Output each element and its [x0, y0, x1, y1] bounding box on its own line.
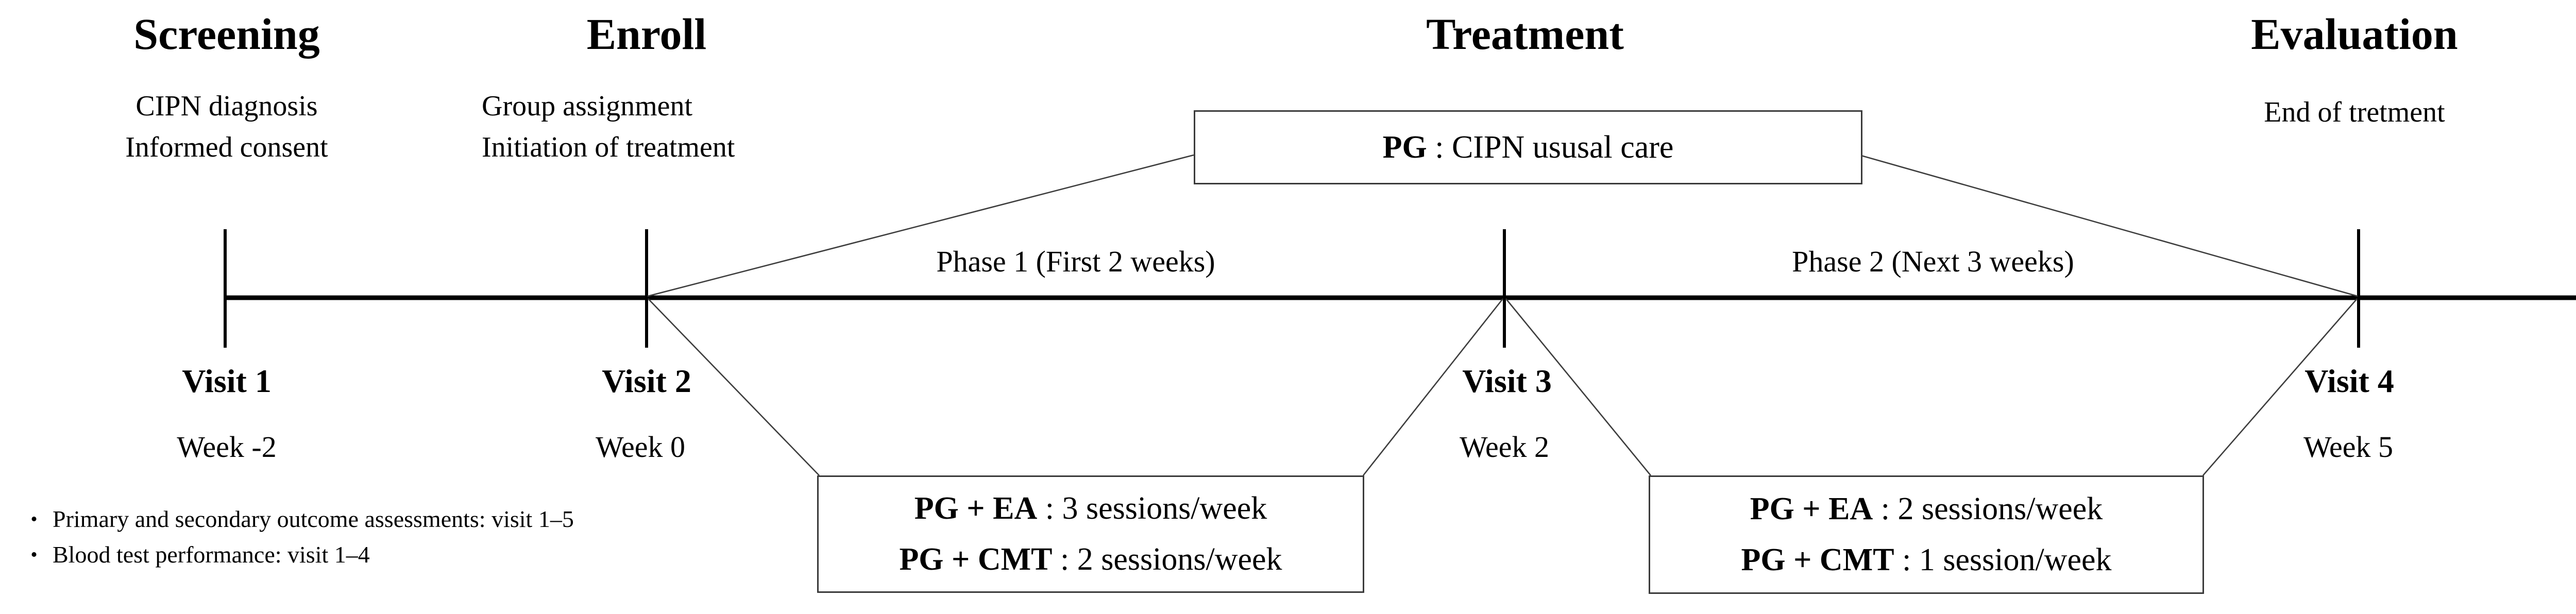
phase1-arm-line2-desc: 2 sessions/week: [1077, 542, 1282, 577]
line-visit2-to-phase1-box: [648, 298, 820, 476]
phase2-arm-line1: PG + EA : 2 sessions/week: [1750, 491, 2103, 527]
visit-2-week-label: Week 0: [595, 430, 686, 464]
usual-care-desc: CIPN ususal care: [1451, 129, 1674, 165]
enroll-subtext: Group assignment Initiation of treatment: [482, 86, 873, 168]
visit-3-label: Visit 3: [1462, 363, 1552, 399]
visit-4-week-label: Week 5: [2303, 430, 2394, 464]
phase1-arm-line1-desc: 3 sessions/week: [1062, 491, 1267, 526]
stage-label-treatment: Treatment: [1426, 9, 1624, 59]
stage-label-enroll: Enroll: [586, 9, 707, 59]
footnote-item: • Blood test performance: visit 1–4: [15, 541, 574, 568]
visit-3-week-label: Week 2: [1459, 430, 1550, 464]
phase2-arm-line1-group: PG + EA: [1750, 491, 1873, 526]
visit-4-label: Visit 4: [2304, 363, 2394, 399]
visit-5-week-label: 4 weeks after completion of treatment: [2571, 430, 2576, 516]
stage-label-followup: Follow-Up: [2558, 7, 2576, 61]
stage-label-screening: Screening: [133, 9, 320, 59]
evaluation-subtext-line1: End of tretment: [2264, 96, 2445, 128]
usual-care-box-text: PG : CIPN ususal care: [1383, 129, 1674, 166]
line-usualcare-box-to-visit4: [1859, 154, 2358, 297]
line-visit4-to-phase2-box: [2202, 298, 2358, 476]
phase1-arm-line2-separator: :: [1052, 542, 1077, 577]
footnote-text-2: Blood test performance: visit 1–4: [53, 541, 370, 568]
visit-1-label: Visit 1: [182, 363, 272, 399]
footnote-list: • Primary and secondary outcome assessme…: [15, 506, 574, 577]
footnote-item: • Primary and secondary outcome assessme…: [15, 506, 574, 533]
phase2-arm-line2-desc: 1 session/week: [1919, 542, 2112, 577]
phase-1-label: Phase 1 (First 2 weeks): [936, 245, 1215, 278]
evaluation-subtext: End of tretment: [2148, 92, 2561, 133]
footnote-text-1: Primary and secondary outcome assessment…: [53, 506, 574, 532]
screening-subtext-line1: CIPN diagnosis: [135, 90, 318, 122]
line-visit3-to-phase1-box: [1362, 298, 1504, 476]
phase2-arm-line2-group: PG + CMT: [1741, 542, 1894, 577]
visit-5-week-line2: completion of treatment: [2571, 473, 2576, 516]
screening-subtext-line2: Informed consent: [125, 131, 328, 163]
phase1-arm-box: PG + EA : 3 sessions/week PG + CMT : 2 s…: [817, 475, 1364, 593]
phase1-arm-line1-group: PG + EA: [914, 491, 1038, 526]
phase2-arm-box: PG + EA : 2 sessions/week PG + CMT : 1 s…: [1649, 475, 2204, 594]
phase1-arm-line2: PG + CMT : 2 sessions/week: [899, 541, 1282, 578]
phase2-arm-line2: PG + CMT : 1 session/week: [1741, 542, 2112, 578]
screening-subtext: CIPN diagnosis Informed consent: [21, 86, 433, 168]
usual-care-separator: :: [1427, 129, 1452, 165]
phase1-arm-line1-separator: :: [1037, 491, 1062, 526]
enroll-subtext-line2: Initiation of treatment: [482, 131, 735, 163]
line-visit2-to-usualcare-box: [647, 154, 1194, 297]
phase-2-label: Phase 2 (Next 3 weeks): [1792, 245, 2074, 278]
usual-care-group-label: PG: [1382, 129, 1427, 165]
visit-2-label: Visit 2: [602, 363, 691, 399]
visit-1-week-label: Week -2: [177, 430, 277, 464]
phase2-arm-line2-separator: :: [1894, 542, 1919, 577]
stage-label-evaluation: Evaluation: [2251, 9, 2458, 59]
phase1-arm-line1: PG + EA : 3 sessions/week: [914, 490, 1267, 527]
phase2-arm-line1-desc: 2 sessions/week: [1897, 491, 2103, 526]
line-visit3-to-phase2-box: [1505, 298, 1652, 476]
bullet-icon: •: [30, 544, 38, 566]
bullet-icon: •: [30, 508, 38, 530]
visit-5-week-line1: 4 weeks after: [2571, 430, 2576, 473]
phase1-arm-line2-group: PG + CMT: [899, 542, 1053, 577]
enroll-subtext-line1: Group assignment: [482, 90, 693, 122]
usual-care-box: PG : CIPN ususal care: [1194, 110, 1862, 184]
phase2-arm-line1-separator: :: [1873, 491, 1898, 526]
